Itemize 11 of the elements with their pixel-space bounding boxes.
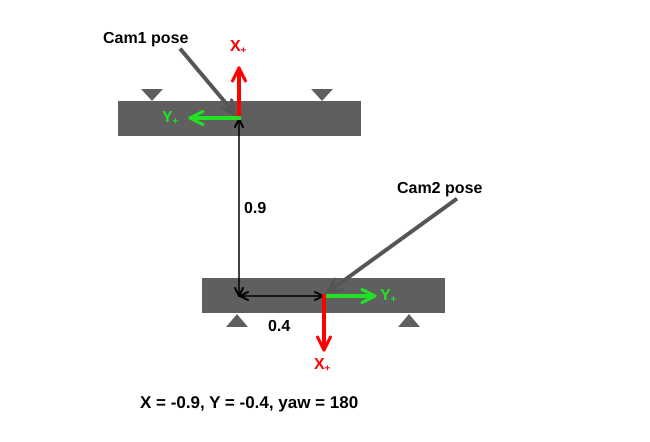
axis-label: X$_{+}$ <box>230 38 246 56</box>
axis-label: X$_{+}$ <box>314 356 330 374</box>
leader-line <box>326 196 458 294</box>
dimension-label: 0.9 <box>244 200 266 218</box>
pose-label: Cam1 pose <box>103 30 188 48</box>
axis-label: Y$_{+}$ <box>380 287 396 306</box>
dimension-label: 0.4 <box>268 318 290 336</box>
caption: X = -0.9, Y = -0.4, yaw = 180 <box>140 394 358 413</box>
leader-line <box>178 47 237 116</box>
pose-label: Cam2 pose <box>397 180 482 198</box>
axis-label: Y$_{+}$ <box>162 109 178 128</box>
